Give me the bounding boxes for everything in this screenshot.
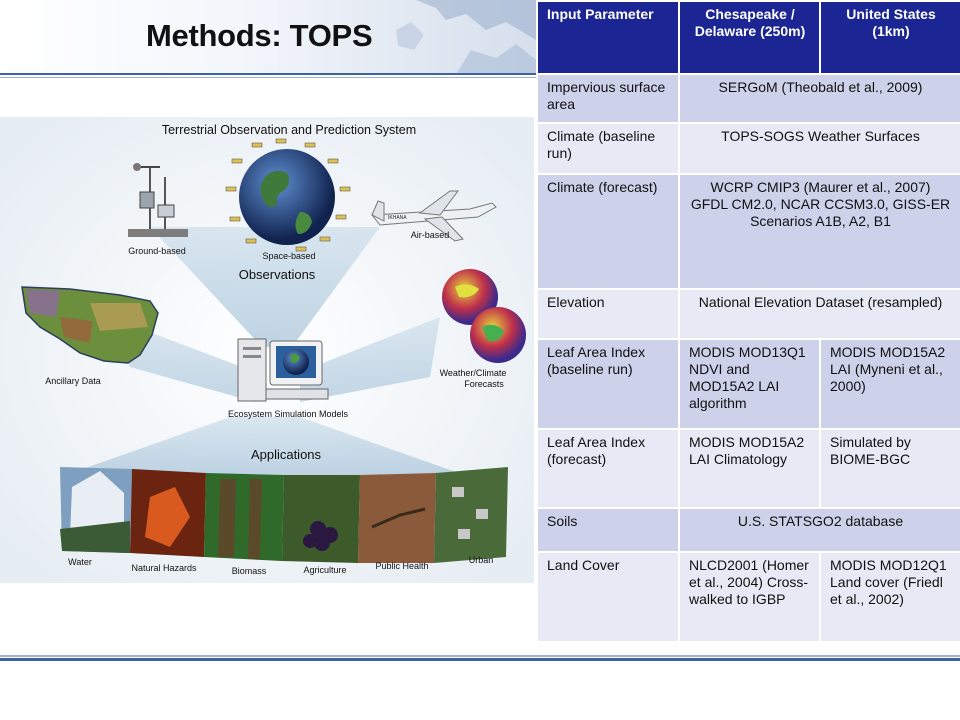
table-row: Soils U.S. STATSGO2 database	[536, 507, 960, 553]
label-biomass: Biomass	[232, 566, 267, 576]
page-title: Methods: TOPS	[146, 18, 373, 53]
header-underline	[0, 73, 536, 75]
computer-icon	[237, 338, 329, 402]
cell-source: National Elevation Dataset (resampled)	[678, 288, 960, 340]
label-observations: Observations	[239, 267, 316, 282]
cell-chesapeake-source: MODIS MOD15A2 LAI Climatology	[678, 428, 821, 509]
cell-source: SERGoM (Theobald et al., 2009)	[678, 73, 960, 124]
label-agriculture: Agriculture	[303, 565, 346, 575]
source-line: Scenarios A1B, A2, B1	[750, 213, 891, 229]
input-parameter-table: Input Parameter Chesapeake / Delaware (2…	[536, 0, 960, 643]
diagram-heading: Terrestrial Observation and Prediction S…	[162, 123, 416, 137]
cell-parameter: Elevation	[536, 288, 680, 340]
footer-line-thin	[0, 655, 960, 657]
footer-line	[0, 658, 960, 661]
cell-us-source: Simulated by BIOME-BGC	[819, 428, 960, 509]
label-weather-climate: Weather/Climate	[440, 368, 507, 378]
table-row: Climate (baseline run) TOPS-SOGS Weather…	[536, 122, 960, 175]
cell-parameter: Climate (baseline run)	[536, 122, 680, 175]
table-row: Leaf Area Index (forecast) MODIS MOD15A2…	[536, 428, 960, 509]
cell-parameter: Climate (forecast)	[536, 173, 680, 290]
label-forecasts: Forecasts	[464, 379, 504, 389]
cell-parameter: Soils	[536, 507, 680, 553]
header-map-decoration	[396, 0, 536, 74]
cell-source: TOPS-SOGS Weather Surfaces	[678, 122, 960, 175]
cell-parameter: Leaf Area Index (forecast)	[536, 428, 680, 509]
uav-tail-text: IKHANA	[388, 215, 407, 221]
slide-header: Methods: TOPS	[0, 0, 536, 74]
cell-source: WCRP CMIP3 (Maurer et al., 2007) GFDL CM…	[678, 173, 960, 290]
uav-icon: IKHANA	[371, 190, 497, 242]
source-line: WCRP CMIP3 (Maurer et al., 2007)	[710, 179, 931, 195]
cell-parameter: Impervious surface area	[536, 73, 680, 124]
label-air-based: Air-based	[411, 230, 450, 240]
label-applications: Applications	[251, 447, 322, 462]
header-underline-thin	[0, 77, 536, 78]
label-ecosystem-models: Ecosystem Simulation Models	[228, 409, 349, 419]
table-row: Leaf Area Index (baseline run) MODIS MOD…	[536, 338, 960, 430]
label-natural-hazards: Natural Hazards	[131, 563, 197, 573]
cell-parameter: Leaf Area Index (baseline run)	[536, 338, 680, 430]
header-united-states: United States (1km)	[819, 0, 960, 75]
table-row: Climate (forecast) WCRP CMIP3 (Maurer et…	[536, 173, 960, 290]
cell-source: U.S. STATSGO2 database	[678, 507, 960, 553]
ground-station-icon	[128, 163, 188, 237]
table-row: Land Cover NLCD2001 (Homer et al., 2004)…	[536, 551, 960, 643]
cell-parameter: Land Cover	[536, 551, 680, 643]
label-urban: Urban	[469, 555, 494, 565]
space-globe-icon	[225, 138, 351, 252]
table-row: Elevation National Elevation Dataset (re…	[536, 288, 960, 340]
cell-us-source: MODIS MOD12Q1 Land cover (Friedl et al.,…	[819, 551, 960, 643]
us-map-icon	[21, 286, 159, 364]
cell-chesapeake-source: NLCD2001 (Homer et al., 2004) Cross-walk…	[678, 551, 821, 643]
table-header-row: Input Parameter Chesapeake / Delaware (2…	[536, 0, 960, 75]
application-photos	[60, 467, 508, 563]
table-row: Impervious surface area SERGoM (Theobald…	[536, 73, 960, 124]
label-ground-based: Ground-based	[128, 246, 186, 256]
tops-diagram: Terrestrial Observation and Prediction S…	[0, 117, 534, 583]
weather-globes-icon	[442, 269, 526, 363]
source-line: GFDL CM2.0, NCAR CCSM3.0, GISS-ER	[690, 196, 951, 212]
cell-chesapeake-source: MODIS MOD13Q1 NDVI and MOD15A2 LAI algor…	[678, 338, 821, 430]
header-chesapeake-delaware: Chesapeake / Delaware (250m)	[678, 0, 821, 75]
cell-us-source: MODIS MOD15A2 LAI (Myneni et al., 2000)	[819, 338, 960, 430]
header-input-parameter: Input Parameter	[536, 0, 680, 75]
label-water: Water	[68, 557, 92, 567]
label-ancillary-data: Ancillary Data	[45, 376, 101, 386]
label-space-based: Space-based	[262, 251, 315, 261]
label-public-health: Public Health	[375, 561, 428, 571]
